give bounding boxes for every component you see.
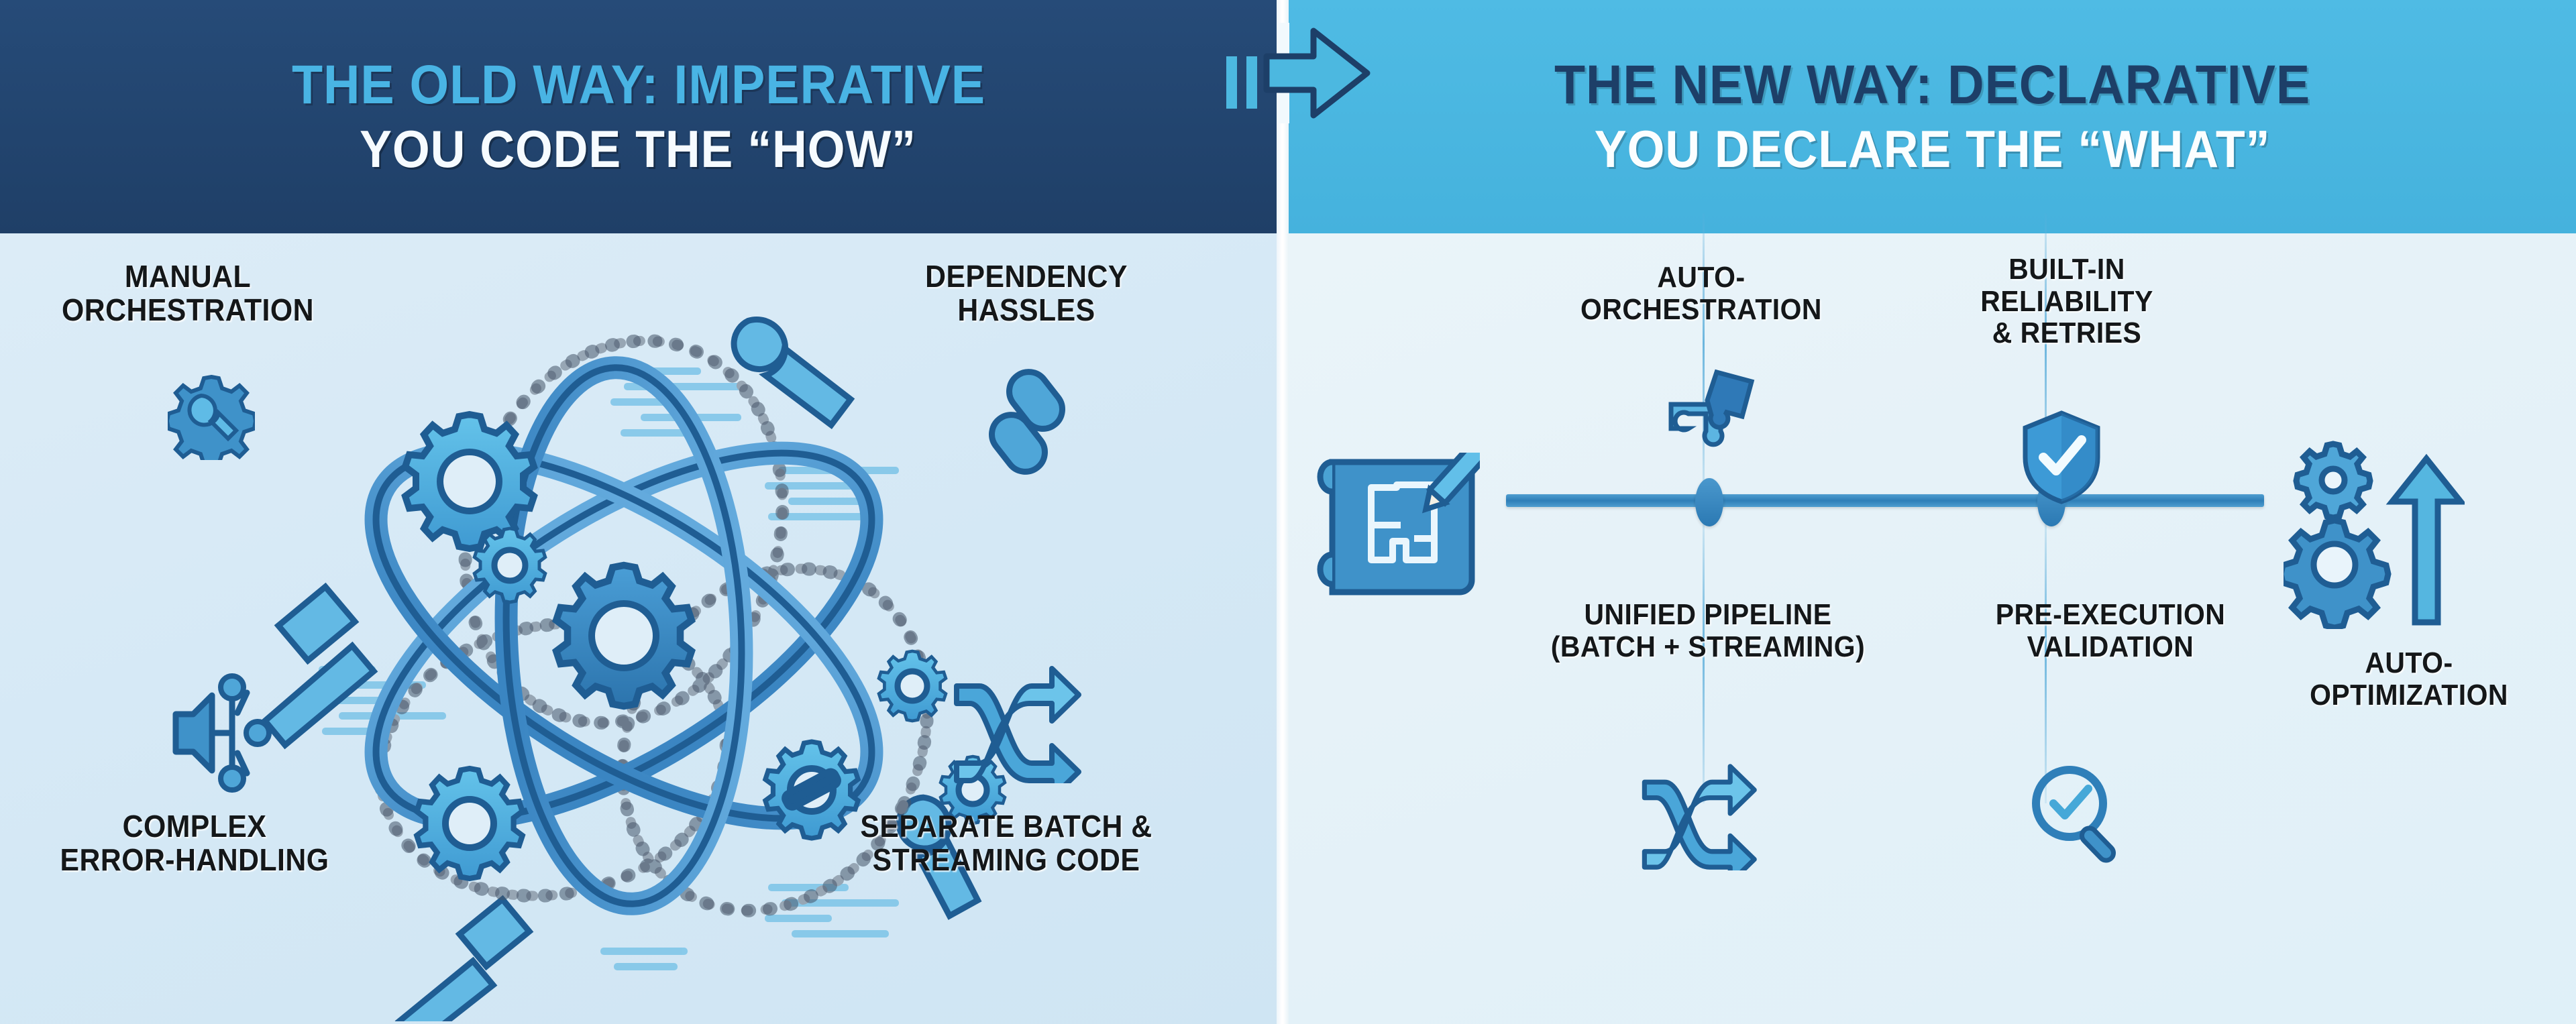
pipeline-stem-down-1 xyxy=(1703,515,1705,803)
body-new-way xyxy=(1289,213,2576,1024)
panel-divider xyxy=(1277,0,1289,1024)
header-new-way-subtitle: YOU DECLARE THE “WHAT” xyxy=(1594,119,2271,179)
label-built-in-reliability: BUILT-IN RELIABILITY & RETRIES xyxy=(1980,253,2153,350)
wrench-icon-2 xyxy=(896,794,982,920)
label-pre-execution-validation: PRE-EXECUTION VALIDATION xyxy=(1995,598,2226,663)
gear-icon-upper-left xyxy=(405,414,534,549)
gear-icon-mid-left xyxy=(474,528,545,602)
transition-arrow-cluster xyxy=(1226,23,1371,123)
label-manual-orchestration: MANUAL ORCHESTRATION xyxy=(61,259,315,327)
label-unified-pipeline: UNIFIED PIPELINE (BATCH + STREAMING) xyxy=(1550,598,1866,663)
shuffle-arrows-icon xyxy=(1642,764,1757,870)
gear-icon-lower-left xyxy=(417,769,522,878)
header-new-way-title: THE NEW WAY: DECLARATIVE xyxy=(1554,54,2311,116)
right-arrow-icon xyxy=(1263,27,1371,119)
orbit-loops xyxy=(364,356,883,915)
motion-bar-2 xyxy=(1246,56,1257,109)
body-old-way: MANUAL ORCHESTRATION DEPENDENCY HASSLES xyxy=(0,233,1277,1024)
header-old-way: THE OLD WAY: IMPERATIVE YOU CODE THE “HO… xyxy=(0,0,1277,233)
tangled-gears-chains-orbits-illustration xyxy=(260,317,1010,1021)
chain-link-icon xyxy=(989,369,1065,475)
gears-up-arrow-icon xyxy=(2284,441,2465,629)
wrench-icon xyxy=(731,317,855,430)
unified-pipeline-bar xyxy=(1506,494,2264,507)
hammer-icon xyxy=(260,582,378,750)
shield-check-icon xyxy=(2023,410,2100,504)
pipeline-stem-down-2 xyxy=(2045,515,2047,803)
panel-new-way: THE NEW WAY: DECLARATIVE YOU DECLARE THE… xyxy=(1289,0,2576,1024)
motion-bar-1 xyxy=(1226,56,1237,109)
gear-icon-center xyxy=(556,565,692,706)
gear-icon-lower-right xyxy=(765,742,858,838)
header-new-way: THE NEW WAY: DECLARATIVE YOU DECLARE THE… xyxy=(1289,0,2576,233)
label-complex-error-handling: COMPLEX ERROR-HANDLING xyxy=(60,809,329,877)
hammer-icon-2 xyxy=(394,895,534,1021)
blueprint-pencil-icon xyxy=(1317,453,1480,595)
pipeline-node-1[interactable] xyxy=(1695,478,1723,526)
gear-wrench-icon xyxy=(168,374,255,460)
label-separate-batch-streaming: SEPARATE BATCH & STREAMING CODE xyxy=(860,809,1152,877)
pipeline-stem-up-2 xyxy=(2045,213,2047,502)
shuffle-arrows-icon xyxy=(954,666,1081,783)
label-auto-optimization: AUTO- OPTIMIZATION xyxy=(2310,646,2508,712)
label-dependency-hassles: DEPENDENCY HASSLES xyxy=(925,259,1128,327)
label-auto-orchestration: AUTO- ORCHESTRATION xyxy=(1580,261,1822,326)
header-old-way-subtitle: YOU CODE THE “HOW” xyxy=(360,119,917,179)
pipeline-stem-up-1 xyxy=(1703,213,1705,502)
branching-nodes-icon xyxy=(172,673,272,793)
header-old-way-title: THE OLD WAY: IMPERATIVE xyxy=(291,54,985,116)
magnifier-check-icon xyxy=(2032,766,2116,863)
puzzle-pieces-icon xyxy=(1668,369,1755,447)
gear-icon-right-small xyxy=(879,651,946,721)
panel-old-way: THE OLD WAY: IMPERATIVE YOU CODE THE “HO… xyxy=(0,0,1277,1024)
